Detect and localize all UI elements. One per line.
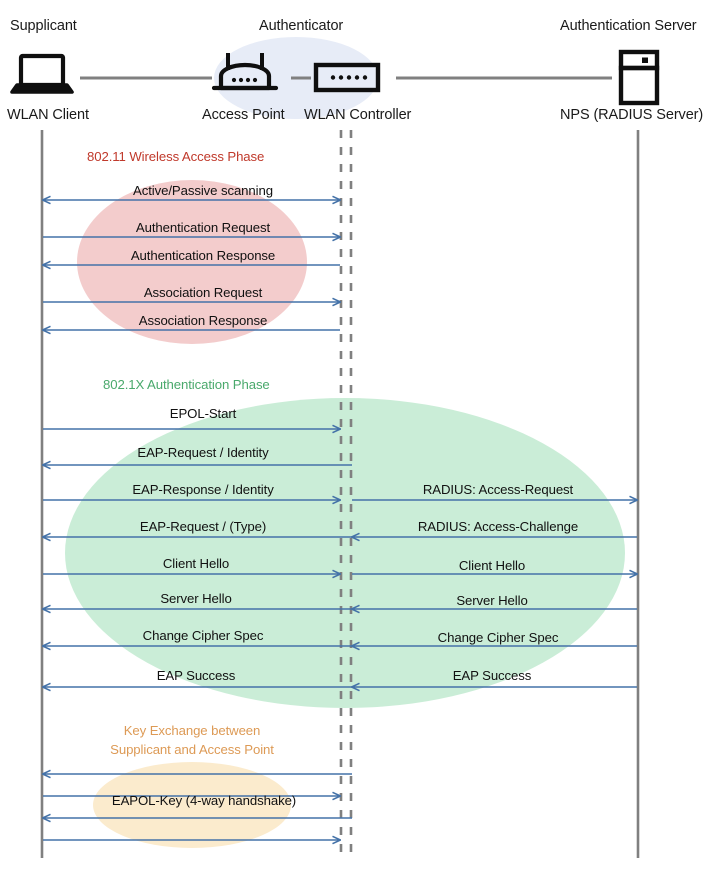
message-label-client-hello-right: Client Hello xyxy=(458,558,526,573)
message-label-eap-success-right: EAP Success xyxy=(452,668,532,683)
message-label-client-hello-left: Client Hello xyxy=(162,556,230,571)
message-label-authentication-request: Authentication Request xyxy=(135,220,271,235)
message-label-association-response: Association Response xyxy=(138,313,268,328)
phase-ellipse-key-exchange xyxy=(93,762,291,848)
message-label-change-cipher-spec-left: Change Cipher Spec xyxy=(142,628,264,643)
message-label-radius-access-request: RADIUS: Access-Request xyxy=(422,482,574,497)
network-switch-icon xyxy=(313,62,381,93)
phase-ellipse-dot1x xyxy=(65,398,625,708)
phase-ellipse-wireless-access xyxy=(77,180,307,344)
message-label-authentication-response: Authentication Response xyxy=(130,248,276,263)
phase-label-dot1x: 802.1X Authentication Phase xyxy=(103,377,270,392)
actor-name-access-point: Access Point xyxy=(202,107,285,123)
actor-name-auth-server: NPS (RADIUS Server) xyxy=(560,107,704,123)
message-label-active-passive-scanning: Active/Passive scanning xyxy=(133,183,273,198)
message-label-radius-access-challenge: RADIUS: Access-Challenge xyxy=(417,519,579,534)
message-label-epol-start: EPOL-Start xyxy=(169,406,237,421)
message-label-association-request: Association Request xyxy=(143,285,263,300)
message-label-eap-response-identity: EAP-Response / Identity xyxy=(132,482,274,497)
message-label-eap-request-identity: EAP-Request / Identity xyxy=(137,445,269,460)
phase-label-key-exchange-line1: Key Exchange between xyxy=(123,723,261,738)
actor-role-auth-server: Authentication Server xyxy=(560,18,697,34)
message-label-eap-success-left: EAP Success xyxy=(156,668,236,683)
actor-name-supplicant: WLAN Client xyxy=(7,107,89,123)
wireless-access-point-icon xyxy=(211,53,279,91)
message-label-eapol-key: EAPOL-Key (4-way handshake) xyxy=(111,793,297,808)
actor-role-authenticator: Authenticator xyxy=(259,18,344,34)
message-label-server-hello-right: Server Hello xyxy=(456,593,528,608)
actor-role-supplicant: Supplicant xyxy=(10,18,77,34)
left-message-arrows xyxy=(43,200,352,840)
server-rack-icon xyxy=(618,49,660,106)
phase-label-wireless-access: 802.11 Wireless Access Phase xyxy=(87,149,265,164)
message-label-server-hello-left: Server Hello xyxy=(160,591,232,606)
right-message-arrows xyxy=(352,500,637,687)
message-label-eap-request-type: EAP-Request / (Type) xyxy=(139,519,267,534)
actor-name-wlan-controller: WLAN Controller xyxy=(304,107,412,123)
phase-label-key-exchange-line2: Supplicant and Access Point xyxy=(110,742,274,757)
message-label-change-cipher-spec-right: Change Cipher Spec xyxy=(437,630,559,645)
laptop-icon xyxy=(10,53,74,94)
